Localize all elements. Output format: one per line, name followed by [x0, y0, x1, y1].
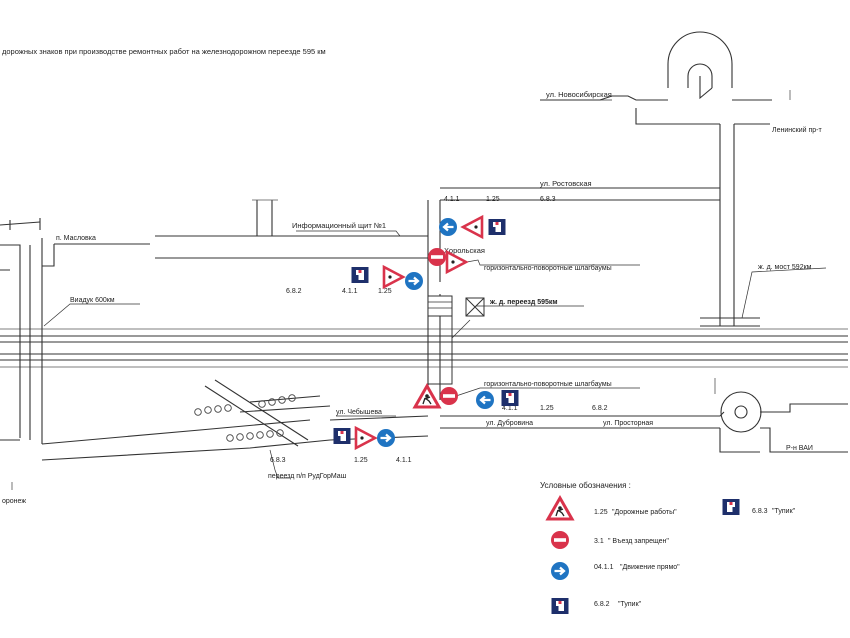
code-bl-3: 4.1.1 [396, 457, 412, 464]
legend-code: 1.25 [594, 509, 608, 516]
dead-end-sign-icon [501, 390, 519, 406]
legend-item-road-works: 1.25 "Дорожные работы" [546, 496, 677, 521]
label-rayon-vai: Р-н ВАИ [786, 445, 813, 452]
scheme-title: дорожных знаков при производстве ремонтн… [2, 47, 326, 56]
dead-end-sign-icon [488, 219, 506, 235]
legend-name: "Тупик" [618, 601, 642, 608]
label-novosibirskaya: ул. Новосибирская [546, 90, 612, 99]
label-dubrovina: ул. Дубровина [486, 419, 533, 427]
legend-code: 6.8.2 [594, 601, 610, 608]
street-labels: ул. Новосибирская Ленинский пр-т ул. Рос… [2, 90, 822, 505]
sign-code-labels: 4.1.1 1.25 6.8.3 6.8.2 4.1.1 1.25 4.1.1 … [270, 196, 608, 464]
straight-sign-icon [403, 270, 425, 292]
leader-lines [43, 99, 830, 479]
legend-title: Условные обозначения : [540, 481, 631, 490]
legend-name: "Тупик" [772, 508, 796, 515]
code-left-3: 1.25 [378, 288, 392, 295]
label-crossing: ж. д. переезд 595км [489, 299, 558, 306]
straight-sign-icon [437, 216, 459, 238]
label-voronezh: оронеж [2, 498, 26, 505]
straight-only-sign-icon [549, 560, 571, 582]
object-labels: Информационный щит №1 горизонтально-пово… [70, 221, 812, 480]
legend-item-dead-end-left: 6.8.2 "Тупик" [551, 598, 642, 614]
label-leninsky: Ленинский пр-т [772, 126, 822, 134]
label-barriers-bottom: горизонтально-поворотные шлагбаумы [484, 380, 612, 388]
straight-sign-icon [375, 427, 397, 449]
label-barriers-top: горизонтально-поворотные шлагбаумы [484, 264, 612, 272]
label-viaduct: Виадук 600км [70, 297, 115, 304]
label-rudgormash: переезд п/п РудГорМаш [268, 473, 347, 480]
legend-name: "Дорожные работы" [612, 508, 677, 516]
road-works-sign-icon [413, 384, 441, 409]
legend-code: 6.8.3 [752, 508, 768, 515]
code-left-2: 4.1.1 [342, 288, 358, 295]
no-entry-sign-icon [428, 248, 446, 266]
code-br-1: 4.1.1 [502, 405, 518, 412]
dead-end-left-sign-icon [551, 598, 569, 614]
legend-code: 3.1 [594, 538, 604, 545]
no-entry-sign-icon [440, 387, 458, 405]
code-top-3: 6.8.3 [540, 196, 556, 203]
road-works-sign-icon [354, 426, 377, 450]
label-prostornaya: ул. Просторная [603, 420, 653, 427]
road-works-sign-icon [445, 250, 468, 274]
label-bridge: ж. д. мост 592км [758, 264, 812, 271]
code-top-1: 4.1.1 [444, 196, 460, 203]
road-works-sign-icon [382, 265, 405, 289]
dead-end-right-sign-icon [722, 499, 740, 515]
legend-name: " Въезд запрещен" [608, 538, 669, 545]
code-top-2: 1.25 [486, 196, 500, 203]
crossing-barriers [427, 295, 453, 385]
dead-end-sign-icon [333, 428, 351, 444]
road-works-sign-icon [461, 215, 484, 239]
no-entry-sign-icon [551, 531, 569, 549]
legend: Условные обозначения : 1.25 "Дорожные ра… [540, 481, 796, 614]
road-network [0, 31, 848, 490]
label-rostovskaya: ул. Ростовская [540, 179, 592, 188]
legend-name: "Движение прямо" [620, 564, 680, 571]
code-br-2: 1.25 [540, 405, 554, 412]
code-bl-2: 1.25 [354, 457, 368, 464]
label-info-board: Информационный щит №1 [292, 221, 386, 230]
legend-item-no-entry: 3.1 " Въезд запрещен" [551, 531, 669, 549]
code-br-3: 6.8.2 [592, 405, 608, 412]
label-maslovka: п. Масловка [56, 235, 96, 242]
code-bl-1: 6.8.3 [270, 457, 286, 464]
tree-markers [194, 394, 296, 442]
code-left-1: 6.8.2 [286, 288, 302, 295]
dead-end-sign-icon [351, 267, 369, 283]
legend-code: 04.1.1 [594, 564, 614, 571]
straight-sign-icon [474, 389, 496, 411]
crossing-mark [465, 297, 485, 317]
label-chebysheva: ул. Чебышева [336, 408, 382, 416]
road-works-sign-icon [546, 496, 574, 521]
legend-item-dead-end-right: 6.8.3 "Тупик" [722, 499, 796, 515]
label-khoroltskaya: Хорольская [444, 246, 485, 255]
legend-item-straight: 04.1.1 "Движение прямо" [549, 560, 680, 582]
